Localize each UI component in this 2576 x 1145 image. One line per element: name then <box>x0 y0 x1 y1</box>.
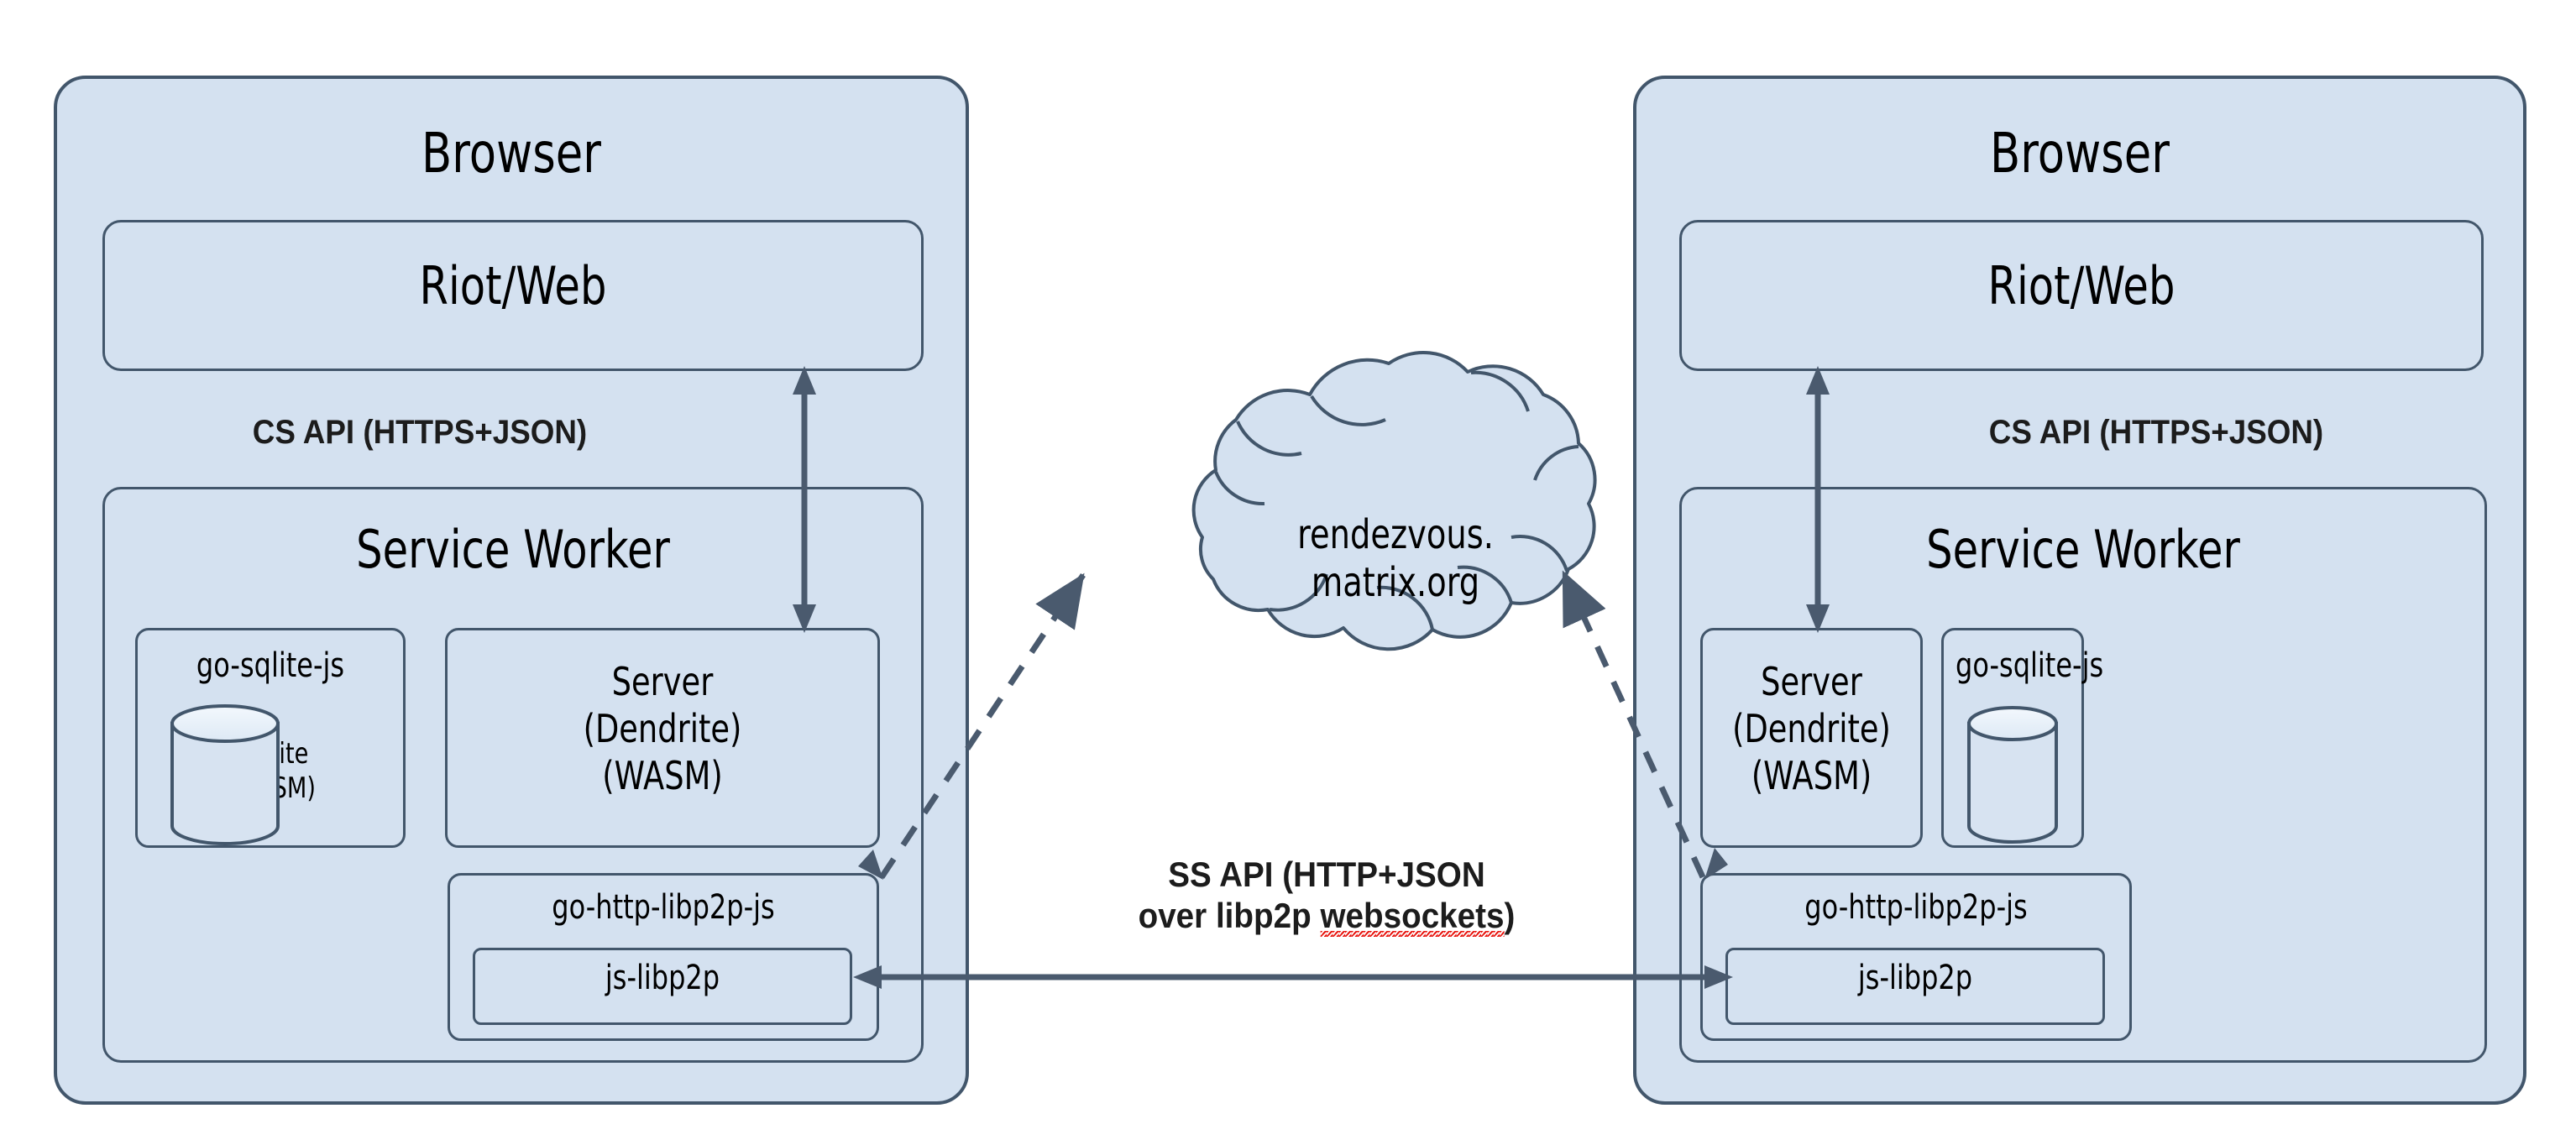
right-js-libp2p-label: js-libp2p <box>1857 959 1973 997</box>
right-riot-web-label: Riot/Web <box>1987 255 2175 316</box>
left-js-libp2p-label: js-libp2p <box>605 959 720 997</box>
right-server-dendrite-box <box>1700 628 1923 848</box>
left-browser-label: Browser <box>421 121 601 186</box>
right-service-worker-label: Service Worker <box>1926 519 2240 580</box>
ss-api-label-block: SS API (HTTP+JSON over libp2p websockets… <box>1016 855 1637 937</box>
right-js-libp2p-box <box>1725 948 2105 1025</box>
ss-api-line2: over libp2p websockets) <box>1041 895 1613 937</box>
right-go-sqlite-js-label: go-sqlite-js <box>1956 646 2104 685</box>
ss-api-line2-suffix: ) <box>1504 895 1516 935</box>
right-go-http-libp2p-js-label: go-http-libp2p-js <box>1804 888 2028 927</box>
ss-api-line1: SS API (HTTP+JSON <box>1168 855 1485 894</box>
cloud-line1-label: rendezvous. <box>1297 511 1494 558</box>
right-browser-label: Browser <box>1990 121 2170 186</box>
left-go-sqlite-js-label: go-sqlite-js <box>196 646 345 685</box>
left-riot-web-label: Riot/Web <box>419 255 607 316</box>
left-js-libp2p-box <box>473 948 852 1025</box>
left-server-dendrite-label: Server (Dendrite) (WASM) <box>583 659 742 799</box>
left-server-dendrite-box <box>445 628 880 848</box>
left-riot-web-box <box>102 220 924 371</box>
ss-api-line2-prefix: over libp2p <box>1138 895 1321 935</box>
ss-api-horizontal-arrow <box>853 965 1733 989</box>
cloud-line2-label: matrix.org <box>1311 559 1480 606</box>
right-cs-api-label: CS API (HTTPS+JSON) <box>1988 414 2324 451</box>
left-service-worker-label: Service Worker <box>356 519 670 580</box>
right-riot-web-box <box>1679 220 2484 371</box>
left-cs-api-label: CS API (HTTPS+JSON) <box>252 414 588 451</box>
left-sqlite-database-label: SQLite (WASM) <box>227 737 316 806</box>
right-server-dendrite-label: Server (Dendrite) (WASM) <box>1732 659 1891 799</box>
right-sqlite-database-label: SQLite (WASM) <box>1968 737 2057 806</box>
ss-api-spellchecked-word: websockets <box>1320 895 1505 937</box>
left-go-http-libp2p-js-label: go-http-libp2p-js <box>552 888 775 927</box>
